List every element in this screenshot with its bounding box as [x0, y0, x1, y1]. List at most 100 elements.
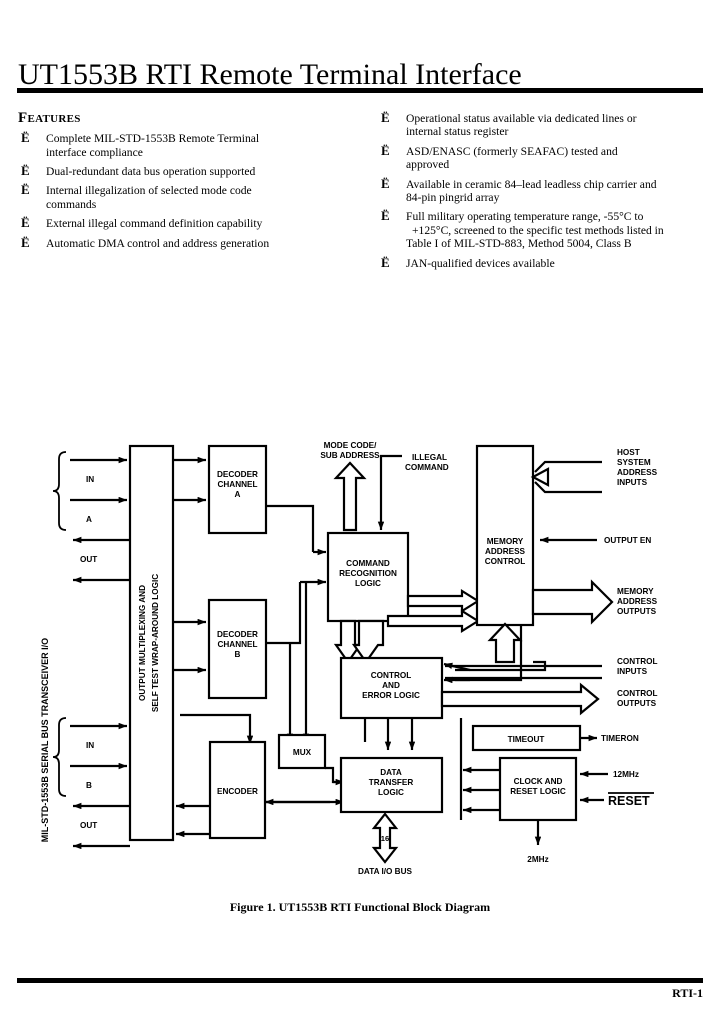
block-clock-and-reset-logic	[498, 756, 578, 822]
feature-item: Ë Dual-redundant data bus operation supp…	[18, 163, 348, 179]
host-inputs-label: SYSTEM	[617, 458, 651, 467]
memory-outputs-label: ADDRESS	[617, 597, 658, 606]
memory-outputs-label: MEMORY	[617, 587, 654, 596]
feature-item: Ë Internal illegalization of selected mo…	[18, 182, 348, 211]
port-label-out-a: OUT	[80, 555, 97, 564]
features-heading: Features	[18, 110, 81, 126]
block-label: LOGIC	[355, 579, 381, 588]
feature-item: Ë External illegal command definition ca…	[18, 215, 348, 231]
block-label: RESET LOGIC	[510, 787, 566, 796]
host-inputs-label: HOST	[617, 448, 640, 457]
host-inputs-label: ADDRESS	[617, 468, 658, 477]
timeron-label: TIMERON	[601, 734, 639, 743]
feature-line: ASD/ENASC (formerly SEAFAC) tested and	[406, 144, 618, 158]
footer-divider	[17, 978, 703, 983]
crl-to-mac-bus-1	[406, 589, 481, 613]
bullet-icon: Ë	[21, 182, 30, 198]
bullet-icon: Ë	[381, 142, 390, 158]
bullet-icon: Ë	[21, 234, 30, 250]
block-memory-address-control	[475, 444, 535, 627]
block-label: CHANNEL	[217, 480, 257, 489]
bullet-icon: Ë	[21, 215, 30, 231]
bullet-icon: Ë	[381, 254, 390, 270]
feature-line: JAN-qualified devices available	[406, 256, 555, 270]
crl-to-ctrl-bus-2	[351, 619, 385, 664]
feature-line: 84-pin pingrid array	[406, 191, 500, 205]
feature-line: Dual-redundant data bus operation suppor…	[46, 165, 256, 179]
illegal-command-label: ILLEGAL	[412, 453, 447, 462]
block-label: CHANNEL	[217, 640, 257, 649]
bullet-icon: Ë	[381, 110, 390, 125]
control-inputs-label: CONTROL	[617, 657, 657, 666]
block-label: A	[235, 490, 241, 499]
feature-line: Automatic DMA control and address genera…	[46, 236, 270, 250]
feature-line: Operational status available via dedicat…	[406, 112, 637, 125]
block-decoder-channel-b	[207, 598, 268, 700]
feature-line: External illegal command definition capa…	[46, 217, 263, 231]
mode-code-bus-arrow	[333, 461, 367, 532]
feature-line: approved	[406, 158, 450, 172]
block-label: ADDRESS	[485, 547, 526, 556]
reset-label: RESET	[608, 794, 650, 808]
features-left-column: Features Ë Complete MIL-STD-1553B Remote…	[18, 110, 348, 256]
memory-address-outputs-bus	[531, 579, 614, 625]
block-output-multiplexing	[128, 444, 175, 842]
block-label: MUX	[293, 748, 312, 757]
feature-line: Internal illegalization of selected mode…	[46, 184, 252, 198]
block-label: DATA	[380, 768, 402, 777]
feature-item: Ë JAN-qualified devices available	[378, 254, 703, 270]
block-label: DECODER	[217, 630, 258, 639]
block-data-transfer-logic	[339, 756, 444, 814]
illegal-command-label: COMMAND	[405, 463, 449, 472]
feature-line: internal status register	[406, 125, 509, 139]
block-label: DECODER	[217, 470, 258, 479]
block-label: TIMEOUT	[508, 735, 545, 744]
feature-item: Ë ASD/ENASC (formerly SEAFAC) tested and…	[378, 142, 703, 172]
feature-line: interface compliance	[46, 145, 143, 159]
footer-page-number: RTI-1	[672, 986, 703, 1000]
feature-item: Ë Available in ceramic 84–lead leadless …	[378, 175, 703, 205]
data-io-bus-label: DATA I/O BUS	[358, 867, 413, 876]
feature-item: Ë Complete MIL-STD-1553B Remote Terminal…	[18, 130, 348, 159]
port-label-ch-a: A	[86, 515, 92, 524]
functional-block-diagram: MIL-STD-1553B SERIAL BUS TRANSCEIVER I/O…	[40, 441, 658, 876]
feature-item: Ë Full military operating temperature ra…	[378, 208, 703, 251]
control-inputs-label: INPUTS	[617, 667, 648, 676]
block-label: TRANSFER	[369, 778, 414, 787]
bullet-icon: Ë	[21, 163, 30, 179]
figure-caption: Figure 1. UT1553B RTI Functional Block D…	[229, 900, 491, 914]
feature-line: Complete MIL-STD-1553B Remote Terminal	[46, 132, 260, 146]
bus-side-label: MIL-STD-1553B SERIAL BUS TRANSCEIVER I/O	[40, 638, 50, 842]
block-label: RECOGNITION	[339, 569, 397, 578]
block-label: MEMORY	[487, 537, 524, 546]
feature-line: Table I of MIL-STD-883, Method 5004, Cla…	[406, 237, 632, 251]
clock-2mhz-label: 2MHz	[527, 855, 548, 864]
block-label: CONTROL	[485, 557, 525, 566]
title-divider	[17, 88, 703, 93]
block-label: ENCODER	[217, 787, 258, 796]
feature-line: Available in ceramic 84–lead leadless ch…	[406, 177, 657, 191]
feature-line: commands	[46, 197, 97, 211]
block-label: CONTROL	[371, 671, 411, 680]
page-title: UT1553B RTI Remote Terminal Interface	[18, 58, 522, 92]
bullet-icon: Ë	[381, 175, 390, 191]
block-command-recognition-logic	[326, 531, 410, 623]
mode-code-label: MODE CODE/	[324, 441, 377, 450]
block-label: AND	[382, 681, 400, 690]
memory-outputs-label: OUTPUTS	[617, 607, 657, 616]
feature-item: Ë Operational status available via dedic…	[378, 110, 703, 139]
output-en-label: OUTPUT EN	[604, 536, 651, 545]
feature-line: Full military operating temperature rang…	[406, 210, 644, 224]
block-label: CLOCK AND	[514, 777, 563, 786]
bus-width-label: 16	[381, 834, 389, 843]
bullet-icon: Ë	[21, 130, 30, 146]
block-label: COMMAND	[346, 559, 390, 568]
dtl-to-mac-bus	[487, 622, 523, 664]
port-label-ch-b: B	[86, 781, 92, 790]
clock-12mhz-label: 12MHz	[613, 770, 639, 779]
mode-code-label: SUB ADDRESS	[320, 451, 380, 460]
feature-line: +125°C, screened to the specific test me…	[412, 223, 664, 237]
control-outputs-label: CONTROL	[617, 689, 657, 698]
bullet-icon: Ë	[381, 208, 390, 224]
